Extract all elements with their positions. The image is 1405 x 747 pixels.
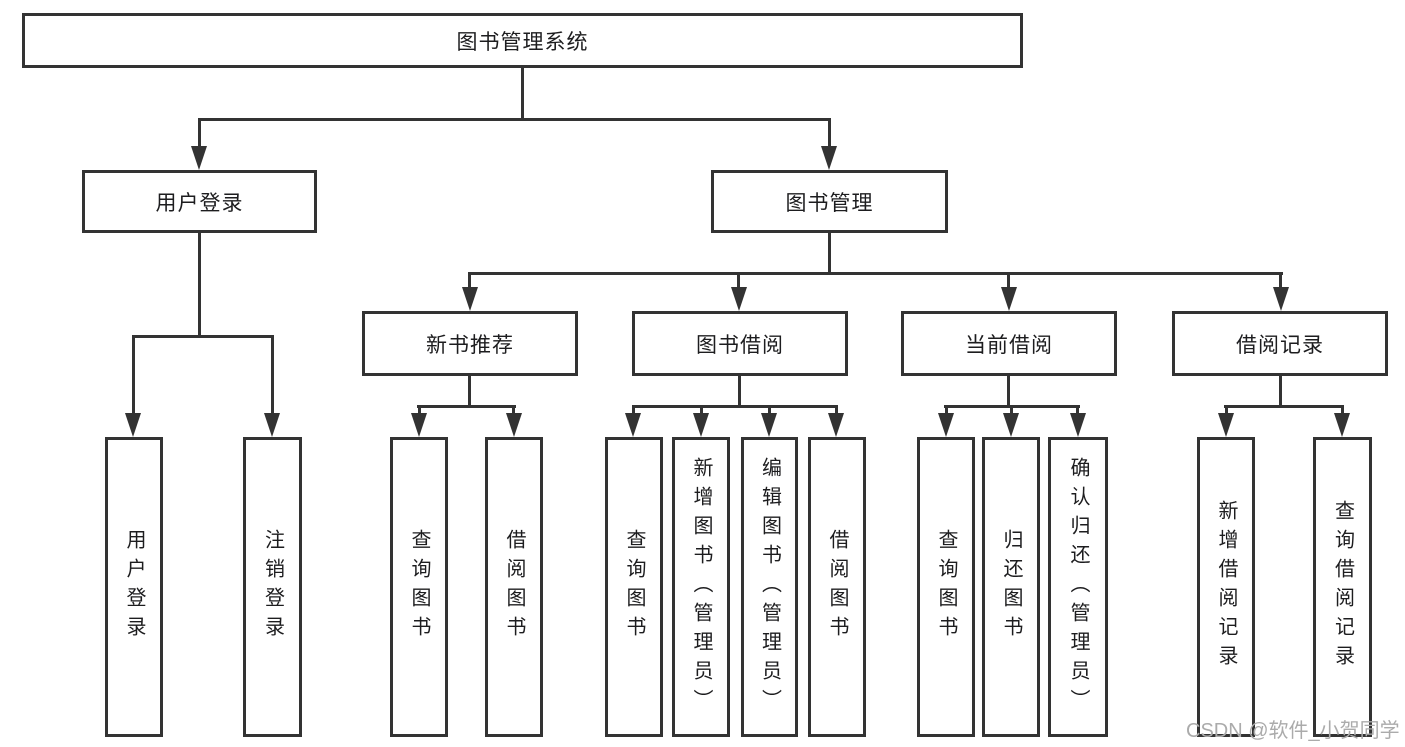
leaf-logout: 注销登录 (243, 437, 302, 737)
connector (768, 408, 771, 414)
connector (700, 408, 703, 414)
arrowhead-icon (1334, 413, 1350, 437)
leaf-label: 新增图书（管理员） (690, 456, 712, 718)
leaf-borrow-book-recommend: 借阅图书 (485, 437, 543, 737)
leaf-label: 归还图书 (1000, 529, 1022, 645)
connector (828, 233, 831, 272)
leaf-label: 查询图书 (935, 529, 957, 645)
leaf-label: 借阅图书 (826, 529, 848, 645)
csdn-watermark: CSDN @软件_小贺同学 (1186, 720, 1400, 742)
leaf-label: 查询图书 (623, 529, 645, 645)
connector (198, 118, 831, 121)
connector (1010, 408, 1013, 414)
connector (1007, 275, 1010, 288)
leaf-label: 查询借阅记录 (1331, 500, 1354, 674)
leaf-borrow-book: 借阅图书 (808, 437, 866, 737)
connector (1224, 405, 1344, 408)
node-label: 图书借阅 (696, 333, 784, 357)
node-label: 图书管理 (785, 191, 874, 215)
node-book-borrowing: 图书借阅 (632, 311, 848, 376)
arrowhead-icon (821, 146, 837, 170)
arrowhead-icon (1273, 287, 1289, 311)
connector (468, 272, 1283, 275)
leaf-confirm-return-admin: 确认归还（管理员） (1048, 437, 1108, 737)
connector (198, 121, 201, 147)
arrowhead-icon (1001, 287, 1017, 311)
node-library-management-system: 图书管理系统 (22, 13, 1023, 68)
leaf-label: 注销登录 (261, 529, 284, 645)
leaf-query-book-recommend: 查询图书 (390, 437, 448, 737)
connector (132, 338, 135, 414)
connector (1279, 275, 1282, 288)
arrowhead-icon (191, 146, 207, 170)
arrowhead-icon (1070, 413, 1086, 437)
connector (198, 233, 201, 335)
leaf-label: 确认归还（管理员） (1067, 456, 1089, 718)
leaf-return-book: 归还图书 (982, 437, 1040, 737)
connector (632, 405, 838, 408)
arrowhead-icon (125, 413, 141, 437)
arrowhead-icon (828, 413, 844, 437)
node-label: 借阅记录 (1236, 333, 1324, 357)
connector (1007, 376, 1010, 405)
node-label: 用户登录 (155, 191, 244, 215)
node-label: 图书管理系统 (456, 30, 589, 54)
leaf-label: 借阅图书 (503, 529, 525, 645)
connector (1341, 408, 1344, 414)
leaf-add-borrow-record: 新增借阅记录 (1197, 437, 1255, 737)
connector (828, 121, 831, 147)
connector (468, 376, 471, 405)
connector (738, 376, 741, 405)
leaf-user-login: 用户登录 (105, 437, 163, 737)
arrowhead-icon (506, 413, 522, 437)
connector (521, 68, 524, 118)
connector (737, 275, 740, 288)
leaf-label: 查询图书 (408, 529, 430, 645)
connector (1279, 376, 1282, 405)
node-new-book-recommendation: 新书推荐 (362, 311, 578, 376)
arrowhead-icon (761, 413, 777, 437)
node-book-management: 图书管理 (711, 170, 948, 233)
connector (512, 408, 515, 414)
arrowhead-icon (411, 413, 427, 437)
arrowhead-icon (1003, 413, 1019, 437)
connector (271, 338, 274, 414)
connector (417, 405, 516, 408)
connector (1225, 408, 1228, 414)
node-current-borrowing: 当前借阅 (901, 311, 1117, 376)
leaf-label: 新增借阅记录 (1215, 500, 1237, 674)
connector (945, 408, 948, 414)
node-label: 新书推荐 (426, 333, 514, 357)
leaf-edit-book-admin: 编辑图书（管理员） (741, 437, 798, 737)
connector (132, 335, 274, 338)
connector (632, 408, 635, 414)
connector (418, 408, 421, 414)
arrowhead-icon (1218, 413, 1234, 437)
connector (944, 405, 1080, 408)
leaf-query-book-borrowing: 查询图书 (605, 437, 663, 737)
leaf-label: 编辑图书（管理员） (758, 456, 781, 718)
arrowhead-icon (264, 413, 280, 437)
connector (468, 275, 471, 288)
connector (835, 408, 838, 414)
arrowhead-icon (731, 287, 747, 311)
leaf-query-book-current: 查询图书 (917, 437, 975, 737)
node-label: 当前借阅 (965, 333, 1053, 357)
leaf-label: 用户登录 (123, 529, 145, 645)
arrowhead-icon (625, 413, 641, 437)
node-user-login: 用户登录 (82, 170, 317, 233)
leaf-query-borrow-record: 查询借阅记录 (1313, 437, 1372, 737)
arrowhead-icon (938, 413, 954, 437)
arrowhead-icon (462, 287, 478, 311)
connector (1076, 408, 1079, 414)
node-borrowing-records: 借阅记录 (1172, 311, 1388, 376)
leaf-add-book-admin: 新增图书（管理员） (672, 437, 730, 737)
arrowhead-icon (693, 413, 709, 437)
